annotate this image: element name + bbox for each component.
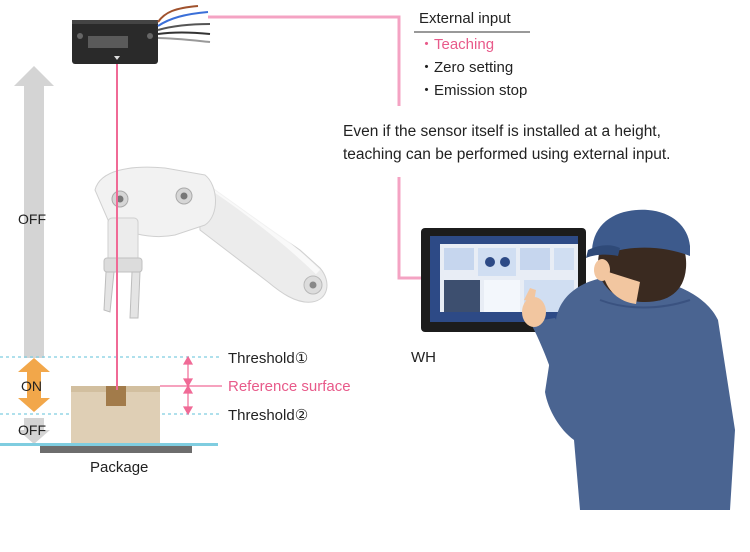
note-line1: Even if the sensor itself is installed a… [343,123,661,140]
external-input-item-emission-stop: ・Emission stop [419,82,528,99]
laser-sensor [72,20,158,64]
threshold2-label: Threshold② [228,407,309,424]
package-box [71,386,160,443]
reference-surface-label: Reference surface [228,378,351,395]
conveyor-line [0,443,218,446]
off-zone-arrow-bottom [18,418,50,444]
threshold1-label: Threshold① [228,350,309,367]
hmi-label: WH [411,349,436,366]
off-zone-arrow [14,66,54,358]
worker [522,209,735,510]
tolerance-arrows [182,355,194,416]
external-input-title: External input [419,10,511,27]
off-bottom-label: OFF [18,422,46,438]
on-zone-arrow [18,358,50,412]
note-line2: teaching can be performed using external… [343,146,671,163]
robot-arm [94,166,328,319]
external-input-wire [208,15,421,280]
on-label: ON [21,378,42,394]
external-input-item-teaching: ・Teaching [419,36,495,53]
sensor-cables [157,5,211,43]
package-label: Package [90,459,149,476]
external-input-item-zero-setting: ・Zero setting [419,59,514,76]
off-top-label: OFF [18,211,46,227]
conveyor-base [40,446,192,453]
